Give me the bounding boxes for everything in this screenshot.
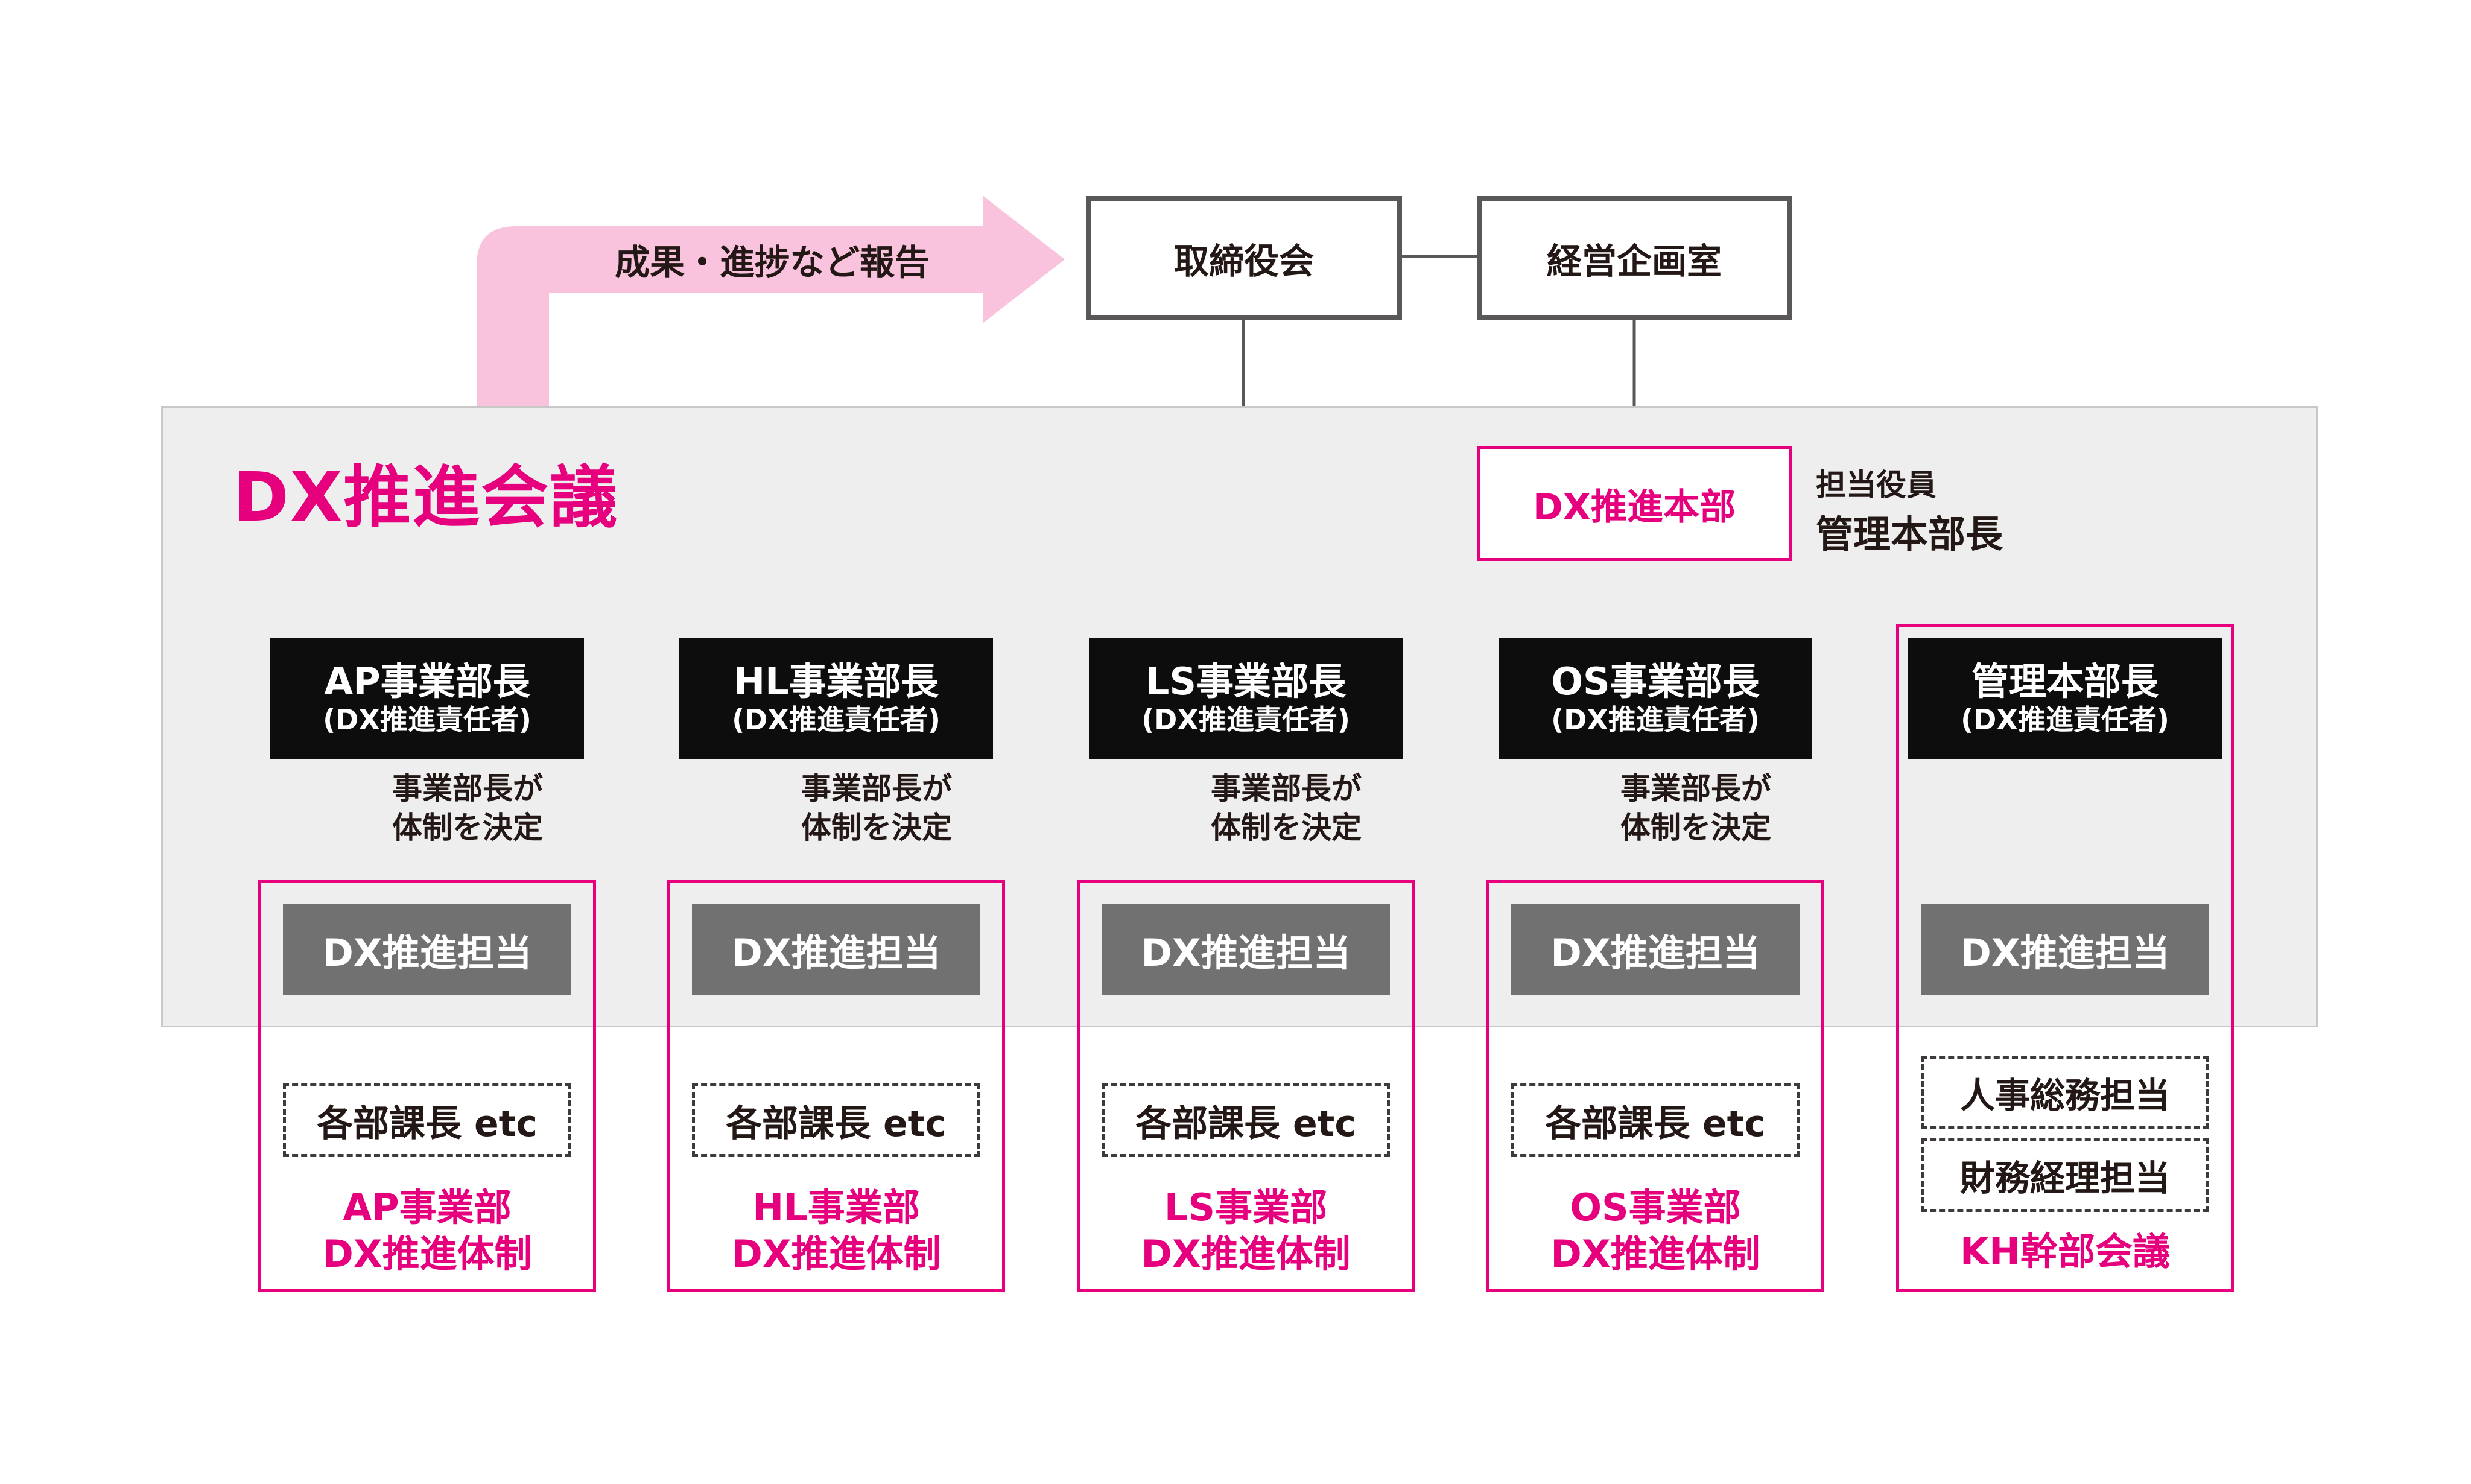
ls-division-label: LS事業部 DX推進体制 — [1077, 1182, 1415, 1279]
head-subtitle: (DX推進責任者) — [1141, 703, 1350, 736]
hl-division-frame — [667, 880, 1005, 1292]
division-line: LS事業部 — [1164, 1185, 1328, 1229]
head-title: LS事業部長 — [1145, 659, 1347, 703]
hl-decide-note: 事業部長が 体制を決定 — [801, 766, 994, 851]
executive-name: 管理本部長 — [1816, 512, 2003, 556]
decide-line: 事業部長が — [392, 771, 543, 806]
hl-kacho-box: 各部課長 etc — [692, 1083, 980, 1157]
division-line: DX推進体制 — [731, 1232, 941, 1276]
finance-accounting-box: 財務経理担当 — [1921, 1138, 2209, 1212]
os-dx-tanto-box: DX推進担当 — [1511, 904, 1800, 995]
mgmt-dx-tanto-box: DX推進担当 — [1921, 904, 2209, 995]
executive-label: 担当役員 — [1816, 468, 1937, 503]
os-division-frame — [1486, 880, 1824, 1292]
division-line: AP事業部 — [343, 1185, 512, 1229]
head-title: 管理本部長 — [1971, 659, 2159, 703]
decide-line: 体制を決定 — [1620, 810, 1771, 845]
head-subtitle: (DX推進責任者) — [1551, 703, 1760, 736]
report-arrow — [477, 196, 1065, 406]
decide-line: 事業部長が — [1211, 771, 1362, 806]
division-line: DX推進体制 — [322, 1232, 532, 1276]
council-title: DX推進会議 — [233, 458, 619, 537]
ap-division-label: AP事業部 DX推進体制 — [258, 1182, 596, 1279]
ls-decide-note: 事業部長が 体制を決定 — [1211, 766, 1404, 851]
board-box: 取締役会 — [1086, 196, 1402, 320]
ls-head-box: LS事業部長 (DX推進責任者) — [1089, 638, 1403, 759]
division-line: HL事業部 — [752, 1185, 920, 1229]
ap-dx-tanto-box: DX推進担当 — [283, 904, 571, 995]
mgmt-head-box: 管理本部長 (DX推進責任者) — [1908, 638, 2222, 759]
division-line: OS事業部 — [1570, 1185, 1741, 1229]
head-title: AP事業部長 — [324, 659, 530, 703]
hl-division-label: HL事業部 DX推進体制 — [667, 1182, 1005, 1279]
os-decide-note: 事業部長が 体制を決定 — [1620, 766, 1813, 851]
decide-line: 体制を決定 — [392, 810, 543, 845]
division-line: DX推進体制 — [1550, 1232, 1760, 1276]
hr-general-affairs-box: 人事総務担当 — [1921, 1056, 2209, 1129]
decide-line: 事業部長が — [1620, 771, 1771, 806]
division-line: DX推進体制 — [1141, 1232, 1351, 1276]
head-title: OS事業部長 — [1551, 659, 1760, 703]
hl-dx-tanto-box: DX推進担当 — [692, 904, 980, 995]
ls-dx-tanto-box: DX推進担当 — [1102, 904, 1390, 995]
ls-kacho-box: 各部課長 etc — [1102, 1083, 1390, 1157]
head-subtitle: (DX推進責任者) — [732, 703, 941, 736]
ap-division-frame — [258, 880, 596, 1292]
head-subtitle: (DX推進責任者) — [323, 703, 531, 736]
kh-council-label: KH幹部会議 — [1960, 1229, 2170, 1274]
os-division-label: OS事業部 DX推進体制 — [1486, 1182, 1824, 1279]
decide-line: 体制を決定 — [1211, 810, 1362, 845]
hl-head-box: HL事業部長 (DX推進責任者) — [679, 638, 993, 759]
head-subtitle: (DX推進責任者) — [1961, 703, 2169, 736]
decide-line: 事業部長が — [801, 771, 952, 806]
ap-head-box: AP事業部長 (DX推進責任者) — [270, 638, 584, 759]
mgmt-frame — [1896, 624, 2234, 1292]
head-title: HL事業部長 — [734, 659, 939, 703]
ap-decide-note: 事業部長が 体制を決定 — [392, 766, 585, 851]
dx-hq-box: DX推進本部 — [1477, 446, 1792, 561]
os-kacho-box: 各部課長 etc — [1511, 1083, 1800, 1157]
planning-box: 経営企画室 — [1477, 196, 1792, 320]
os-head-box: OS事業部長 (DX推進責任者) — [1499, 638, 1812, 759]
decide-line: 体制を決定 — [801, 810, 952, 845]
ap-kacho-box: 各部課長 etc — [283, 1083, 571, 1157]
report-label: 成果・進捗など報告 — [614, 242, 930, 283]
ls-division-frame — [1077, 880, 1415, 1292]
